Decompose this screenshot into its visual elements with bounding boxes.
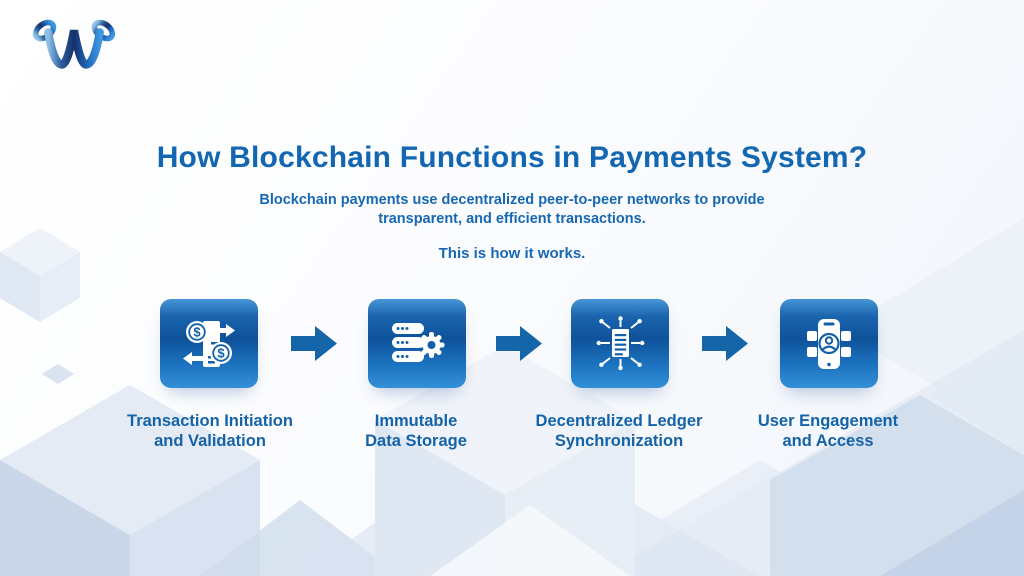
- page-subtitle: Blockchain payments use decentralized pe…: [0, 191, 1024, 229]
- subtitle-line-2: transparent, and efficient transactions.: [378, 211, 646, 227]
- intro-text: This is how it works.: [438, 245, 586, 262]
- step-label-line: Transaction Initiation: [127, 412, 293, 430]
- svg-text:$: $: [217, 345, 225, 360]
- flow-arrow-icon: [702, 326, 748, 361]
- step-label-line: Data Storage: [365, 431, 467, 450]
- step-label-line: User Engagement: [757, 412, 899, 430]
- step-box-transaction: $ $: [160, 299, 258, 388]
- brand-logo w-chain-link-logo: [32, 19, 116, 69]
- phone-user-icon: [807, 318, 851, 369]
- step-label-ledger: Decentralized Ledger Synchronization: [504, 412, 734, 451]
- step-label-line: Synchronization: [554, 431, 684, 450]
- step-label-transaction: Transaction Initiation and Validation: [95, 412, 325, 451]
- subtitle-line-1: Blockchain payments use decentralized pe…: [259, 192, 765, 208]
- step-label-line: Immutable: [374, 412, 458, 430]
- step-label-line: and Validation: [154, 431, 266, 450]
- step-box-user-access: [780, 299, 878, 388]
- step-box-ledger: [571, 299, 669, 388]
- money-transfer-icon: $ $: [183, 320, 235, 367]
- flow-arrow-icon: [496, 326, 542, 361]
- step-label-line: and Access: [782, 431, 874, 450]
- step-label-line: Decentralized Ledger: [535, 412, 703, 430]
- flow-arrow-icon: [291, 326, 337, 361]
- step-box-storage: [368, 299, 466, 388]
- page-title: How Blockchain Functions in Payments Sys…: [156, 141, 868, 174]
- step-label-storage: Immutable Data Storage: [301, 412, 531, 451]
- ledger-network-icon: [596, 315, 645, 370]
- server-gear-icon: [392, 322, 445, 362]
- step-label-user-access: User Engagement and Access: [713, 412, 943, 451]
- svg-text:$: $: [193, 324, 201, 339]
